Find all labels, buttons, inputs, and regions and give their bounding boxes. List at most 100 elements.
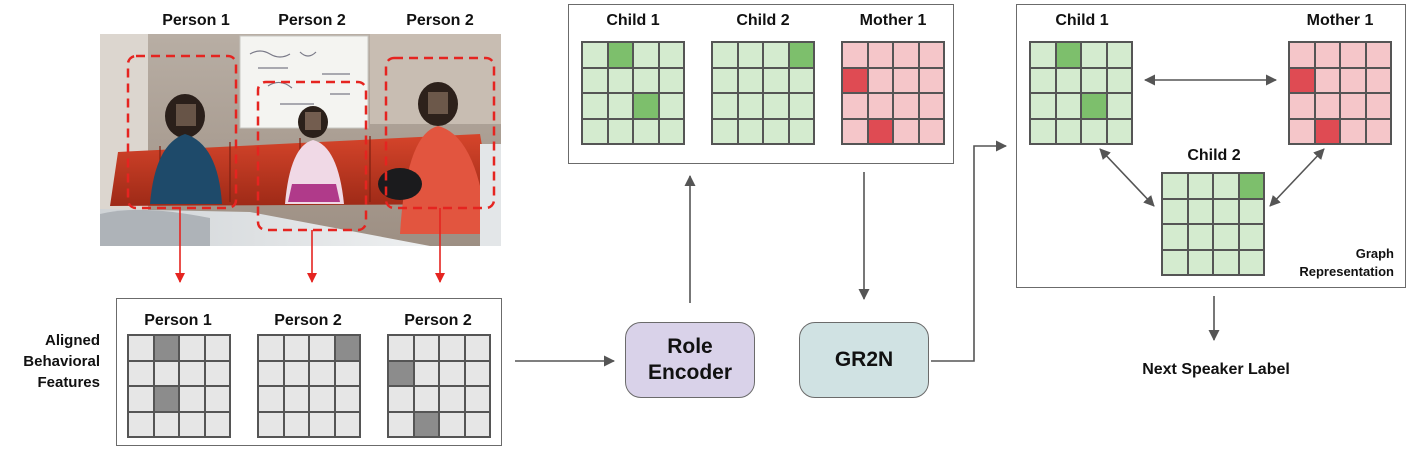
- matrix-cell: [712, 93, 738, 119]
- matrix-cell: [388, 386, 414, 412]
- matrix-cell: [1314, 67, 1340, 93]
- matrix-cell: [867, 67, 893, 93]
- person-bounding-boxes: [126, 54, 496, 232]
- graph-title-mother-1: Mother 1: [1306, 12, 1374, 29]
- matrix-cell-active: [153, 335, 179, 361]
- graph-matrix-child-1: [1029, 41, 1133, 145]
- matrix-cell: [1365, 93, 1391, 119]
- matrix-cell: [283, 360, 309, 386]
- matrix-cell-active: [607, 42, 633, 68]
- matrix-cell: [1289, 42, 1315, 68]
- matrix-cell: [1365, 42, 1391, 68]
- matrix-cell: [1162, 198, 1188, 224]
- matrix-cell: [283, 386, 309, 412]
- matrix-cell: [334, 411, 360, 437]
- role-encoder-node: Role Encoder: [625, 322, 755, 398]
- matrix-cell-active: [1289, 67, 1315, 93]
- matrix-cell: [1030, 42, 1056, 68]
- matrix-cell: [737, 118, 763, 144]
- matrix-cell: [413, 360, 439, 386]
- matrix-cell-active: [413, 411, 439, 437]
- matrix-cell: [439, 335, 465, 361]
- matrix-cell-active: [388, 360, 414, 386]
- matrix-cell: [1238, 249, 1264, 275]
- matrix-cell: [128, 335, 154, 361]
- matrix-cell: [128, 360, 154, 386]
- photo-label-person-2: Person 2: [278, 12, 346, 29]
- matrix-cell: [204, 411, 230, 437]
- matrix-cell: [633, 67, 659, 93]
- matrix-cell: [893, 118, 919, 144]
- matrix-cell: [1314, 93, 1340, 119]
- matrix-cell: [1213, 249, 1239, 275]
- aligned-features-label: Aligned Behavioral Features: [23, 330, 100, 393]
- matrix-cell: [712, 118, 738, 144]
- matrix-cell: [153, 360, 179, 386]
- matrix-cell: [658, 42, 684, 68]
- matrix-cell: [918, 93, 944, 119]
- matrix-cell: [1081, 42, 1107, 68]
- matrix-cell: [128, 411, 154, 437]
- matrix-cell: [1162, 249, 1188, 275]
- matrix-cell-active: [1314, 118, 1340, 144]
- matrix-cell: [309, 335, 335, 361]
- matrix-cell: [334, 386, 360, 412]
- matrix-cell: [867, 93, 893, 119]
- aligned-features-label-line-1: Aligned: [45, 332, 100, 349]
- matrix-cell: [712, 67, 738, 93]
- graph-title-child-2: Child 2: [1187, 147, 1241, 164]
- matrix-cell-active: [1238, 173, 1264, 199]
- graph-matrix-mother-1: [1288, 41, 1392, 145]
- matrix-cell: [439, 360, 465, 386]
- matrix-cell: [1213, 173, 1239, 199]
- graph-caption-line-1: Graph: [1355, 246, 1394, 261]
- photo-label-person-3: Person 2: [406, 12, 474, 29]
- matrix-cell: [658, 93, 684, 119]
- matrix-cell-active: [153, 386, 179, 412]
- matrix-cell: [763, 93, 789, 119]
- matrix-cell: [1187, 173, 1213, 199]
- photo-label-person-1: Person 1: [162, 12, 230, 29]
- matrix-cell: [1365, 67, 1391, 93]
- matrix-cell: [582, 118, 608, 144]
- matrix-cell-active: [334, 335, 360, 361]
- matrix-cell-active: [842, 67, 868, 93]
- matrix-cell: [258, 411, 284, 437]
- role-matrix-child-1: [581, 41, 685, 145]
- matrix-cell-active: [1055, 42, 1081, 68]
- matrix-cell: [1213, 198, 1239, 224]
- matrix-cell: [1187, 224, 1213, 250]
- matrix-cell: [204, 360, 230, 386]
- matrix-cell-active: [633, 93, 659, 119]
- matrix-cell: [1055, 67, 1081, 93]
- matrix-cell: [464, 411, 490, 437]
- graph-title-child-1: Child 1: [1055, 12, 1109, 29]
- matrix-cell: [1289, 93, 1315, 119]
- aligned-features-label-line-2: Behavioral: [23, 353, 100, 370]
- matrix-cell: [388, 411, 414, 437]
- matrix-cell: [179, 360, 205, 386]
- matrix-cell: [334, 360, 360, 386]
- role-title-child-1: Child 1: [606, 12, 660, 29]
- matrix-cell: [464, 386, 490, 412]
- matrix-cell: [712, 42, 738, 68]
- matrix-cell: [658, 67, 684, 93]
- matrix-cell: [737, 67, 763, 93]
- matrix-cell: [1106, 67, 1132, 93]
- matrix-cell: [128, 386, 154, 412]
- matrix-cell-active: [1081, 93, 1107, 119]
- role-title-child-2: Child 2: [736, 12, 790, 29]
- matrix-cell: [582, 67, 608, 93]
- matrix-cell: [153, 411, 179, 437]
- matrix-cell: [283, 411, 309, 437]
- feature-matrix-person-2: [257, 334, 361, 438]
- matrix-cell: [867, 42, 893, 68]
- matrix-cell: [1238, 198, 1264, 224]
- matrix-cell: [309, 411, 335, 437]
- matrix-cell: [1055, 93, 1081, 119]
- matrix-cell: [582, 42, 608, 68]
- matrix-cell: [258, 335, 284, 361]
- matrix-cell: [842, 42, 868, 68]
- matrix-cell: [283, 335, 309, 361]
- feature-title-person-3: Person 2: [404, 312, 472, 329]
